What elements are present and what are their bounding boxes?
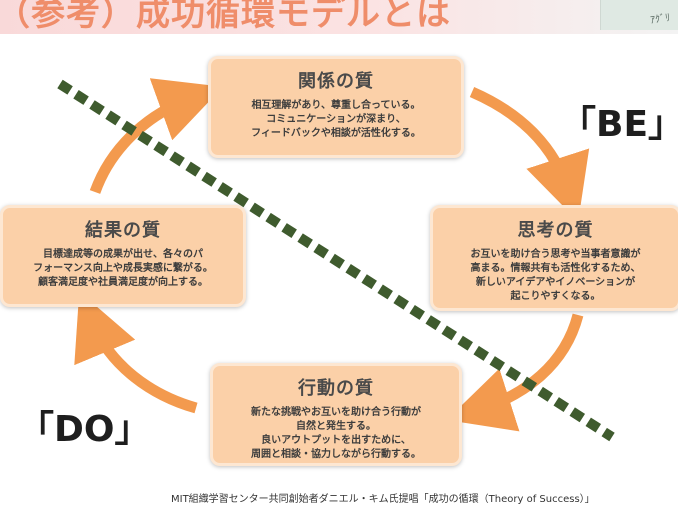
result-quality-box: 結果の質 目標達成等の成果が出せ、各々のパ フォーマンス向上や成長実感に繋がる。… bbox=[0, 205, 246, 307]
desc-line: 新たな挑戦やお互いを助け合う行動が bbox=[251, 407, 421, 418]
desc-line: お互いを助け合う思考や当事者意識が bbox=[470, 249, 641, 260]
box-description: お互いを助け合う思考や当事者意識が 高まる。情報共有も活性化するため、 新しいア… bbox=[433, 248, 678, 304]
page-title: （参考）成功循環モデルとは bbox=[0, 0, 451, 34]
box-title: 結果の質 bbox=[85, 220, 161, 241]
box-description: 新たな挑戦やお互いを助け合う行動が 自然と発生する。 良いアウトプットを出すため… bbox=[213, 406, 459, 462]
desc-line: 新しいアイデアやイノベーションが bbox=[475, 277, 636, 288]
box-title: 関係の質 bbox=[298, 71, 374, 92]
desc-line: 起こりやすくなる。 bbox=[510, 291, 601, 302]
be-label: 「BE」 bbox=[560, 104, 678, 145]
source-footnote: MIT組織学習センター共同創始者ダニエル・キム氏提唱「成功の循環（Theory … bbox=[171, 494, 595, 505]
desc-line: 周囲と相談・協力しながら行動する。 bbox=[251, 449, 421, 460]
do-label: 「DO」 bbox=[18, 409, 151, 450]
desc-line: フィードバックや相談が活性化する。 bbox=[251, 128, 421, 139]
desc-line: 高まる。情報共有も活性化するため、 bbox=[470, 263, 641, 274]
desc-line: 顧客満足度や社員満足度が向上する。 bbox=[38, 277, 208, 288]
arrow-rel-to-think bbox=[469, 86, 590, 222]
desc-line: 自然と発生する。 bbox=[296, 421, 376, 432]
arrow-act-to-res bbox=[74, 291, 198, 414]
box-title: 思考の質 bbox=[517, 220, 594, 241]
thinking-quality-box: 思考の質 お互いを助け合う思考や当事者意識が 高まる。情報共有も活性化するため、… bbox=[430, 205, 678, 311]
desc-line: フォーマンス向上や成長実感に繋がる。 bbox=[33, 263, 213, 274]
desc-line: コミュニケーションが深まり、 bbox=[266, 114, 406, 125]
arrow-res-to-rel bbox=[89, 78, 224, 194]
action-quality-box: 行動の質 新たな挑戦やお互いを助け合う行動が 自然と発生する。 良いアウトプット… bbox=[210, 363, 462, 466]
sticky-note bbox=[600, 0, 678, 30]
desc-line: 相互理解があり、尊重し合っている。 bbox=[251, 100, 421, 111]
box-title: 行動の質 bbox=[298, 378, 374, 399]
desc-line: 目標達成等の成果が出せ、各々のパ bbox=[43, 249, 203, 260]
desc-line: 良いアウトプットを出すために、 bbox=[261, 435, 411, 446]
box-description: 相互理解があり、尊重し合っている。 コミュニケーションが深まり、 フィードバック… bbox=[211, 99, 461, 141]
arrow-think-to-act bbox=[446, 313, 584, 432]
box-description: 目標達成等の成果が出せ、各々のパ フォーマンス向上や成長実感に繋がる。 顧客満足… bbox=[3, 248, 243, 290]
dashed-divider-line bbox=[57, 79, 615, 442]
header-banner: （参考）成功循環モデルとは bbox=[0, 0, 678, 34]
relationship-quality-box: 関係の質 相互理解があり、尊重し合っている。 コミュニケーションが深まり、 フィ… bbox=[208, 56, 464, 158]
